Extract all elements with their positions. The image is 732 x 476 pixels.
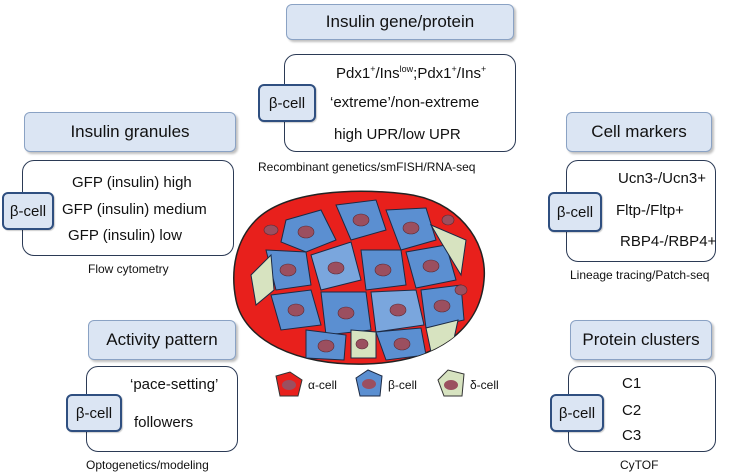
- insulin-granules-beta-cell: β-cell: [2, 192, 54, 230]
- insulin-granules-title: Insulin granules: [70, 122, 190, 141]
- insulin-granules-item-3: GFP (insulin) low: [68, 227, 182, 244]
- insulin-gene-caption: Recombinant genetics/smFISH/RNA-seq: [258, 160, 476, 174]
- alpha-cell-icon: [275, 371, 303, 397]
- cell-markers-item-2: Fltp-/Fltp+: [616, 202, 684, 219]
- insulin-granules-header: Insulin granules: [24, 112, 236, 152]
- insulin-gene-item-3: high UPR/low UPR: [334, 126, 461, 143]
- sup-low: low: [399, 64, 414, 74]
- text-ins: /Ins: [375, 65, 400, 82]
- beta-cell-label: β-cell: [9, 202, 47, 220]
- protein-clusters-header: Protein clusters: [570, 320, 712, 360]
- beta-cell-label: β-cell: [558, 404, 596, 422]
- beta-cell-label: β-cell: [556, 203, 594, 221]
- islet-illustration: [233, 190, 486, 365]
- cell-markers-title: Cell markers: [591, 122, 687, 141]
- delta-cell-icon: [437, 369, 465, 397]
- cell-markers-item-1: Ucn3-/Ucn3+: [618, 170, 706, 187]
- protein-clusters-item-3: C3: [622, 427, 642, 444]
- activity-pattern-item-2: followers: [134, 414, 194, 431]
- cell-markers-item-3: RBP4-/RBP4+: [620, 233, 717, 250]
- activity-pattern-caption: Optogenetics/modeling: [86, 458, 209, 472]
- insulin-gene-header: Insulin gene/protein: [286, 4, 514, 40]
- cell-markers-caption: Lineage tracing/Patch-seq: [570, 268, 710, 282]
- protein-clusters-title: Protein clusters: [582, 330, 700, 349]
- text-ins-b: /Ins: [456, 65, 481, 82]
- activity-pattern-header: Activity pattern: [88, 320, 236, 360]
- insulin-gene-title: Insulin gene/protein: [325, 12, 475, 31]
- protein-clusters-beta-cell: β-cell: [550, 394, 604, 432]
- sup-plus-c: +: [480, 64, 487, 74]
- cell-markers-beta-cell: β-cell: [548, 192, 602, 232]
- protein-clusters-caption: CyTOF: [620, 458, 659, 472]
- text-pdx1-b: ;Pdx1: [413, 65, 452, 82]
- legend-alpha-label: α-cell: [308, 378, 337, 392]
- beta-cell-icon: [355, 369, 383, 397]
- insulin-gene-box: [284, 54, 516, 152]
- insulin-gene-beta-cell: β-cell: [258, 84, 316, 122]
- protein-clusters-item-2: C2: [622, 402, 642, 419]
- insulin-granules-box: [22, 160, 234, 256]
- insulin-granules-item-2: GFP (insulin) medium: [62, 201, 207, 218]
- text-pdx1: Pdx1: [336, 65, 371, 82]
- protein-clusters-item-1: C1: [622, 375, 642, 392]
- insulin-gene-item-2: ‘extreme’/non-extreme: [330, 94, 480, 111]
- legend-delta-label: δ-cell: [470, 378, 499, 392]
- activity-pattern-item-1: ‘pace-setting’: [130, 376, 219, 393]
- sup-plus: +: [370, 64, 376, 74]
- beta-cell-label: β-cell: [268, 94, 306, 112]
- insulin-gene-item-1: Pdx1+/Inslow;Pdx1+/Ins+: [336, 64, 486, 82]
- activity-pattern-beta-cell: β-cell: [66, 394, 122, 432]
- beta-cell-label: β-cell: [75, 404, 113, 422]
- activity-pattern-title: Activity pattern: [106, 330, 218, 349]
- insulin-granules-item-1: GFP (insulin) high: [72, 174, 192, 191]
- legend-beta-label: β-cell: [388, 378, 417, 392]
- cell-markers-header: Cell markers: [566, 112, 712, 152]
- insulin-granules-caption: Flow cytometry: [88, 262, 169, 276]
- sup-plus-b: +: [451, 64, 457, 74]
